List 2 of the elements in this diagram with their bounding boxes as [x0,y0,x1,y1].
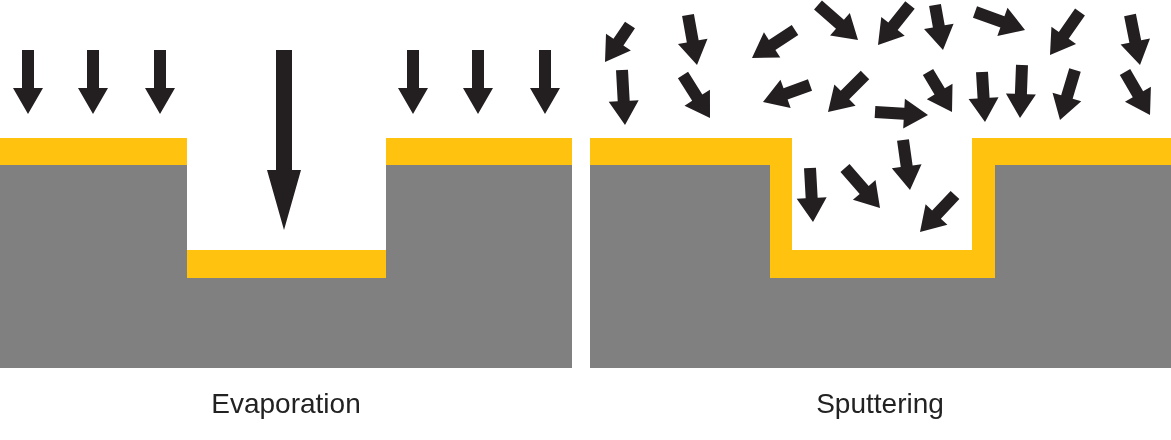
panel-caption: Sputtering [816,388,944,420]
panel-caption: Evaporation [211,388,361,420]
